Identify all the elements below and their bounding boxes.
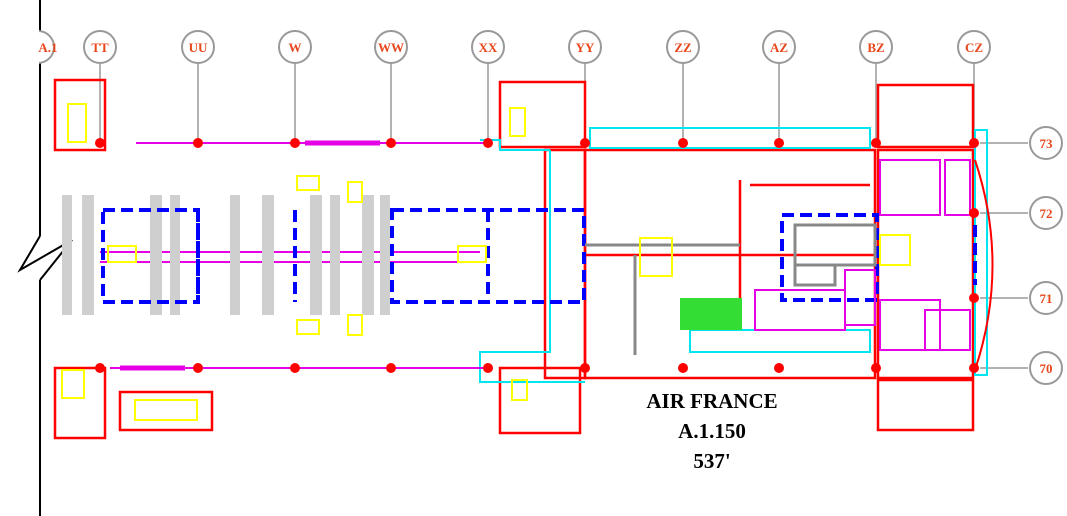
- interior-walls: [585, 223, 877, 355]
- grid-label-cz: CZ: [965, 40, 983, 55]
- grid-label-71: 71: [1040, 291, 1053, 306]
- grid-label-tt: TT: [91, 40, 109, 55]
- grid-label-73: 73: [1040, 136, 1054, 151]
- grid-label-bz: BZ: [867, 40, 885, 55]
- aircraft-label: AIR FRANCE A.1.150 537': [646, 389, 777, 473]
- yellow-equipment: [61, 103, 911, 421]
- interior-partitions: [754, 159, 971, 351]
- grid-label-72: 72: [1040, 206, 1053, 221]
- structural-columns: [95, 138, 979, 373]
- green-zone: [680, 298, 742, 330]
- ghost-furniture: [62, 195, 390, 315]
- aircraft-code: A.1.150: [678, 419, 746, 443]
- grid-label-ww: WW: [378, 40, 404, 55]
- grid-column-bubbles: [21, 30, 991, 64]
- grid-label-yy: YY: [576, 40, 595, 55]
- grid-row-bubbles: [1029, 126, 1063, 385]
- grid-label-w: W: [289, 40, 302, 55]
- grid-row-labels: 73 72 71 70: [1040, 136, 1054, 376]
- structural-walls: [53, 78, 975, 440]
- grid-column-labels: A.1 TT UU W WW XX YY ZZ AZ BZ CZ: [38, 40, 983, 55]
- grid-label-70: 70: [1040, 361, 1053, 376]
- grid-label-uu: UU: [189, 40, 208, 55]
- aircraft-length: 537': [693, 449, 730, 473]
- grid-label-az: AZ: [770, 40, 788, 55]
- grid-label-xx: XX: [479, 40, 498, 55]
- aircraft-name: AIR FRANCE: [646, 389, 777, 413]
- grid-label-zz: ZZ: [674, 40, 692, 55]
- blue-openings: [101, 208, 977, 304]
- grid-label-a1: A.1: [38, 40, 57, 55]
